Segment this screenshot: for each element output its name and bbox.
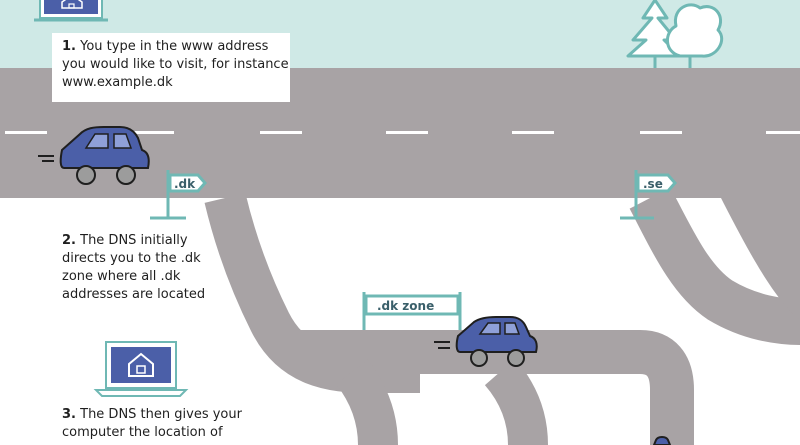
- car-icon: [38, 126, 150, 185]
- step-1-callout: 1. You type in the www address you would…: [52, 33, 290, 102]
- dk-zone-sign: .dk zone: [362, 292, 462, 330]
- dk-sign-label: .dk: [174, 177, 196, 191]
- se-sign: .se: [620, 170, 677, 220]
- car-icon: [434, 316, 538, 367]
- step-2-text-block: 2. The DNS initially directs you to the …: [62, 232, 212, 304]
- laptop-home-icon: [93, 341, 189, 397]
- dk-zone-branch-1: [335, 359, 398, 445]
- step-3-text-block: 3. The DNS then gives your computer the …: [62, 406, 292, 442]
- step-2-number: 2.: [62, 233, 76, 248]
- se-sign-label: .se: [643, 177, 663, 191]
- se-branch-road: [629, 187, 800, 345]
- dk-zone-road: [300, 330, 694, 445]
- road-markings: [5, 131, 800, 134]
- step-2-text: The DNS initially directs you to the .dk…: [62, 233, 206, 302]
- laptop-home-icon: [34, 0, 108, 22]
- dk-sign: .dk: [150, 170, 207, 220]
- dk-zone-branch-2: [484, 358, 548, 445]
- step-3-text: The DNS then gives your computer the loc…: [62, 407, 242, 440]
- dk-zone-sign-label: .dk zone: [377, 299, 434, 313]
- step-3-number: 3.: [62, 407, 76, 422]
- step-1-number: 1.: [62, 39, 76, 54]
- step-1-text: You type in the www address you would li…: [62, 39, 289, 90]
- tree-icon: [626, 0, 724, 68]
- se-edge-road: [720, 196, 800, 320]
- car-icon: [652, 436, 672, 445]
